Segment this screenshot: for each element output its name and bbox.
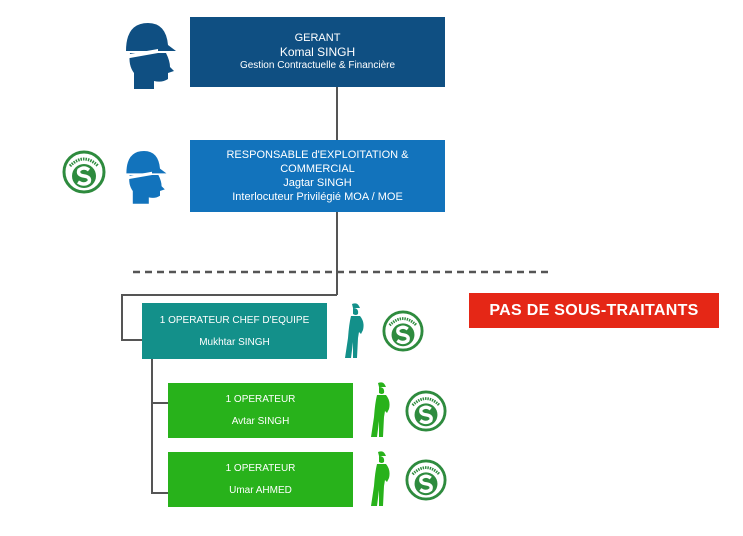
manager-role: Gestion Contractuelle & Financière bbox=[239, 60, 396, 71]
connector-to-team-lead bbox=[121, 294, 337, 341]
operator-title: 1 OPERATEUR bbox=[225, 463, 296, 475]
operations-manager-box: RESPONSABLE d'EXPLOITATION & COMMERCIAL … bbox=[190, 140, 445, 212]
sauveteur-secouriste-badge-icon bbox=[405, 390, 447, 432]
operator-box: 1 OPERATEUR Umar AHMED bbox=[168, 452, 353, 507]
ops-name: Jagtar SINGH bbox=[283, 177, 352, 189]
worker-helmet-head-icon bbox=[124, 151, 167, 204]
manager-title: GERANT bbox=[294, 32, 341, 44]
no-subcontractors-badge: PAS DE SOUS-TRAITANTS bbox=[469, 293, 719, 328]
team-lead-title: 1 OPERATEUR CHEF D'EQUIPE bbox=[159, 314, 310, 326]
operator-box: 1 OPERATEUR Avtar SINGH bbox=[168, 383, 353, 438]
manager-box: GERANT Komal SINGH Gestion Contractuelle… bbox=[190, 17, 445, 87]
sauveteur-secouriste-badge-icon bbox=[405, 459, 447, 501]
ops-title-line2: COMMERCIAL bbox=[280, 163, 355, 175]
ops-role: Interlocuteur Privilégié MOA / MOE bbox=[232, 191, 403, 203]
team-lead-box: 1 OPERATEUR CHEF D'EQUIPE Mukhtar SINGH bbox=[142, 303, 327, 359]
manager-name: Komal SINGH bbox=[279, 45, 356, 59]
connector-to-operators bbox=[151, 359, 168, 494]
operator-name: Umar AHMED bbox=[229, 484, 292, 496]
team-lead-name: Mukhtar SINGH bbox=[199, 336, 270, 348]
operator-name: Avtar SINGH bbox=[231, 415, 290, 427]
worker-standing-icon bbox=[345, 303, 364, 358]
sauveteur-secouriste-badge-icon bbox=[62, 150, 106, 194]
operator-title: 1 OPERATEUR bbox=[225, 394, 296, 406]
worker-helmet-head-icon bbox=[124, 23, 176, 89]
ops-title-line1: RESPONSABLE d'EXPLOITATION & bbox=[226, 149, 409, 161]
sauveteur-secouriste-badge-icon bbox=[382, 310, 424, 352]
worker-standing-icon bbox=[371, 451, 390, 506]
worker-standing-icon bbox=[371, 382, 390, 437]
